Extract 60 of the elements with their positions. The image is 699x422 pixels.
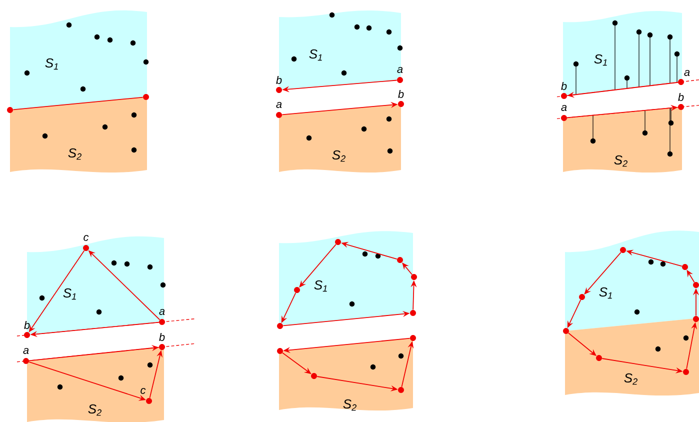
point-label: a	[397, 67, 403, 73]
hull-point	[693, 316, 699, 322]
hull-point	[561, 115, 567, 121]
hull-point	[678, 79, 684, 85]
point-label: a	[276, 102, 282, 108]
hull-point	[411, 274, 417, 280]
point-label: c	[84, 234, 89, 241]
point-label: b	[159, 332, 165, 342]
point-label: a	[561, 105, 567, 111]
point-label: b	[24, 320, 30, 330]
hull-point	[83, 245, 89, 251]
hull-point	[398, 387, 404, 393]
point-label: c	[140, 388, 146, 394]
hull-point	[561, 93, 567, 99]
point-label: a	[23, 348, 29, 354]
point-label: b	[561, 82, 567, 90]
hull-point	[678, 104, 684, 110]
set-label: S$_{1}$	[314, 280, 327, 292]
hull-point	[563, 328, 569, 334]
set-label: S$_{2}$	[614, 155, 628, 167]
hull-point	[311, 373, 317, 379]
hull-point	[596, 355, 602, 361]
hull-point	[579, 294, 585, 300]
hull-point	[410, 335, 416, 341]
hull-point	[277, 348, 283, 354]
point-label: b	[678, 92, 684, 102]
hull-point	[335, 239, 341, 245]
hull-point	[23, 358, 29, 364]
set-label: S$_{2}$	[624, 373, 638, 385]
point-label: b	[398, 90, 404, 98]
point-label: a	[684, 70, 690, 76]
hull-point	[397, 257, 403, 263]
hull-point	[397, 77, 403, 83]
hull-point	[159, 319, 165, 325]
hull-point	[277, 323, 283, 329]
set-label: S$_{1}$	[599, 287, 612, 299]
set-label: S$_{1}$	[594, 54, 607, 66]
hull-point	[294, 287, 300, 293]
point-label: a	[159, 308, 165, 315]
hull-point	[7, 107, 13, 113]
hull-point	[682, 264, 688, 270]
hull-point	[398, 101, 404, 107]
set-label: S$_{1}$	[63, 288, 76, 300]
hull-point	[276, 112, 282, 118]
hull-point	[159, 344, 165, 350]
set-label: S$_{2}$	[332, 150, 346, 162]
hull-point	[693, 282, 699, 288]
hull-point	[146, 398, 152, 404]
set-label: S$_{2}$	[88, 404, 102, 416]
hull-point	[620, 247, 626, 253]
set-label: S$_{1}$	[45, 58, 58, 70]
hull-point	[410, 310, 416, 316]
set-label: S$_{2}$	[343, 399, 356, 411]
hull-point	[276, 87, 282, 93]
point-label: b	[276, 76, 282, 84]
set-label: S$_{1}$	[309, 49, 322, 61]
hull-point	[143, 94, 149, 100]
hull-point	[683, 369, 689, 375]
hull-point	[24, 332, 30, 338]
set-label: S$_{2}$	[68, 148, 82, 160]
